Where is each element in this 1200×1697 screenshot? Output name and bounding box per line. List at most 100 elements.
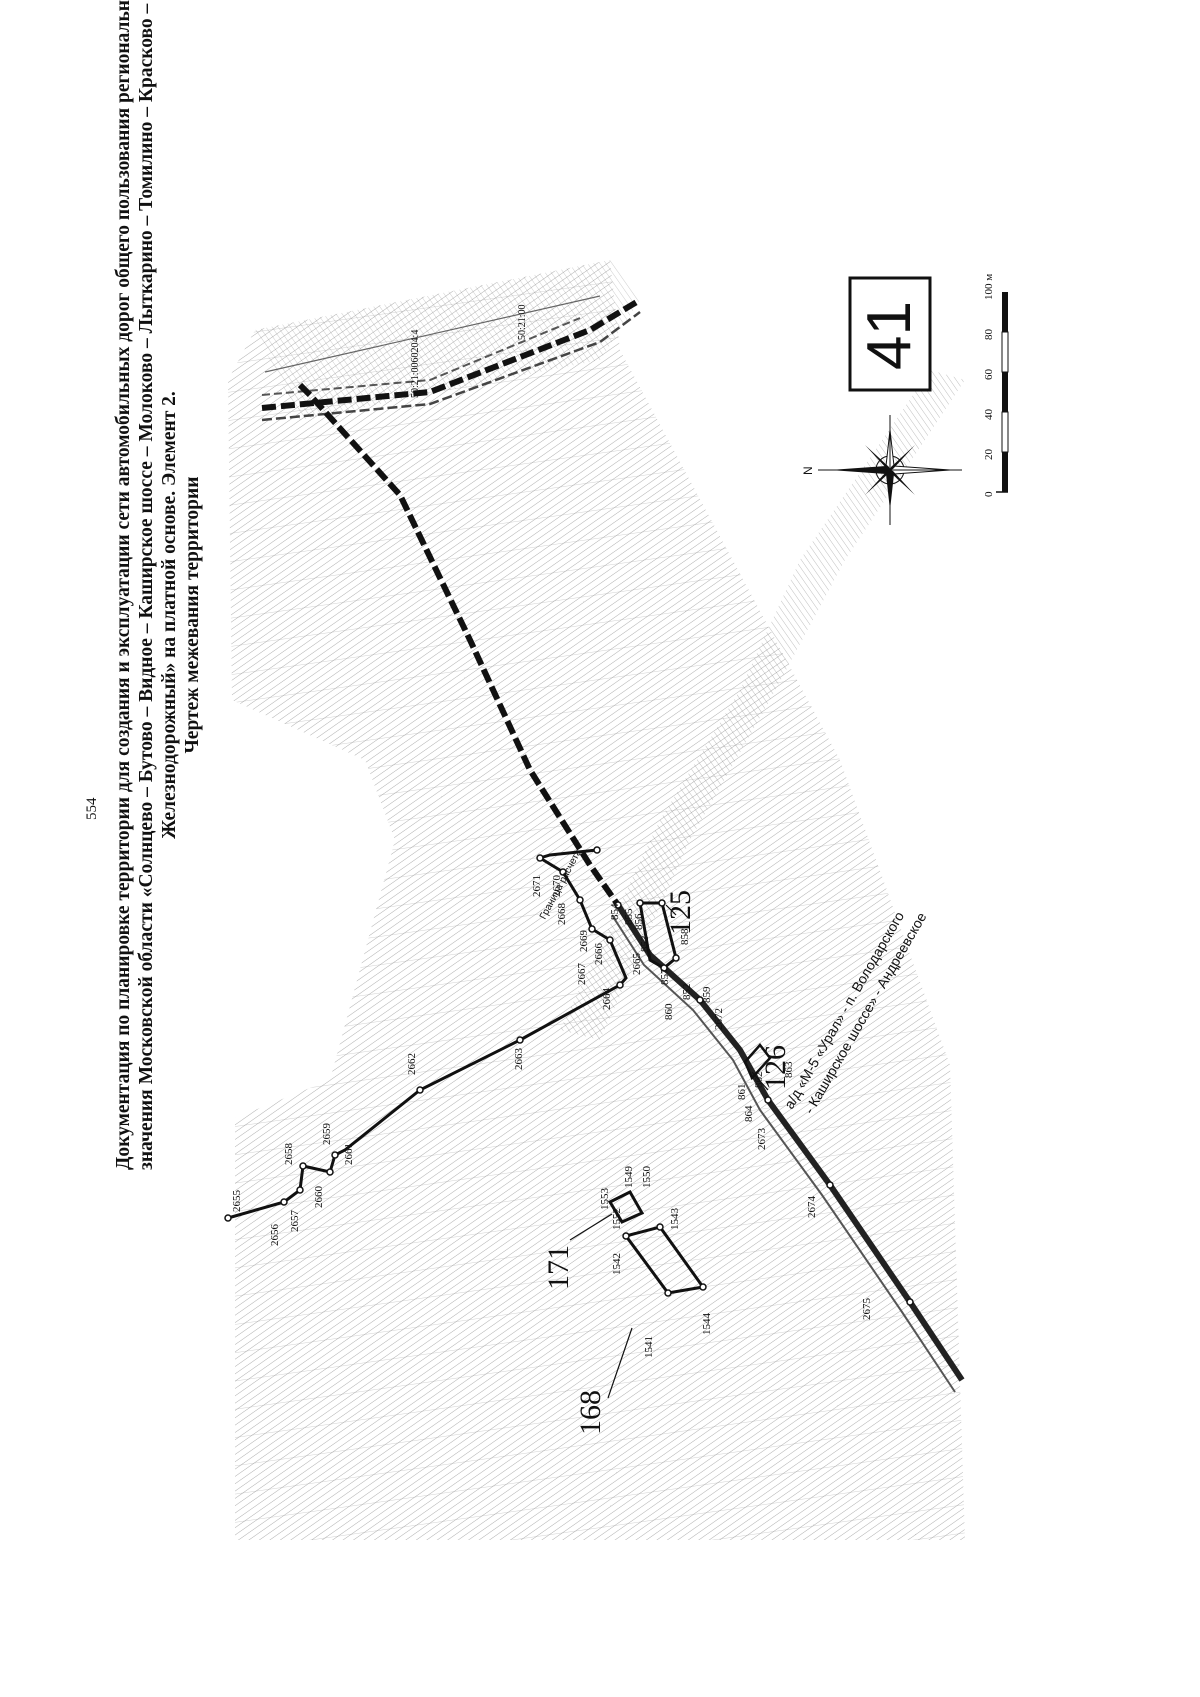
point-label-2666: 2666 <box>593 943 605 966</box>
point-label-852: 852 <box>681 984 693 1001</box>
point-markers <box>224 846 914 1306</box>
compass-diag-4 <box>890 445 915 470</box>
point-label-2664: 2664 <box>601 988 613 1011</box>
leader-lines <box>569 904 769 1399</box>
point-label-2656: 2656 <box>269 1224 281 1247</box>
sheet-number-box: 41 <box>848 276 932 392</box>
point-marker <box>299 1162 307 1170</box>
point-marker <box>576 896 584 904</box>
scale-label-60: 60 <box>983 369 995 381</box>
point-label-2672: 2672 <box>713 1008 725 1030</box>
cadastral-line-3 <box>261 317 581 396</box>
point-marker <box>614 901 622 909</box>
point-label-2663: 2663 <box>513 1048 525 1071</box>
leader-126 <box>751 1071 769 1091</box>
point-label-2669: 2669 <box>578 930 590 953</box>
scale-segment <box>1001 411 1009 453</box>
point-label-863: 863 <box>783 1061 795 1078</box>
cadastral-line-2 <box>261 311 641 422</box>
point-marker <box>516 1036 524 1044</box>
point-label-2658: 2658 <box>283 1143 295 1166</box>
point-marker <box>672 954 680 962</box>
point-label-2662: 2662 <box>406 1053 418 1075</box>
cadastral-labels: 50:21:0060204:4 50:21:00 <box>410 304 528 398</box>
point-label-1543: 1543 <box>669 1208 681 1231</box>
calculation-boundary <box>297 382 621 907</box>
scale-label-80: 80 <box>983 329 995 341</box>
point-label-2661: 2661 <box>343 1143 355 1165</box>
point-marker <box>658 899 666 907</box>
point-label-855: 855 <box>623 908 635 925</box>
point-label-861: 861 <box>736 1084 748 1101</box>
point-marker <box>764 1096 772 1104</box>
point-label-2675: 2675 <box>861 1298 873 1321</box>
point-label-2665: 2665 <box>631 953 643 976</box>
point-marker <box>593 846 601 854</box>
cadastral-line-1 <box>261 297 642 411</box>
terrain-hatching <box>228 260 965 1540</box>
compass-diag-2 <box>890 470 915 495</box>
scale-label-20: 20 <box>983 449 995 461</box>
point-label-2655: 2655 <box>231 1190 243 1213</box>
leader-168 <box>607 1327 633 1399</box>
point-label-2670: 2670 <box>551 875 563 898</box>
point-label-2659: 2659 <box>321 1123 333 1146</box>
leader-171 <box>569 1213 613 1241</box>
point-marker <box>606 936 614 944</box>
point-label-2673: 2673 <box>756 1128 768 1151</box>
parcel-label-168: 168 <box>574 1390 607 1435</box>
point-label-1550: 1550 <box>641 1166 653 1189</box>
scale-label-100: 100 м <box>983 274 995 300</box>
point-marker <box>331 1151 339 1159</box>
point-label-2671: 2671 <box>531 875 543 897</box>
cadastral-line-4 <box>264 295 601 373</box>
point-marker <box>326 1168 334 1176</box>
hatch-area-corner <box>255 260 640 420</box>
parcel-labels: 125 126 168 171 <box>542 890 792 1435</box>
parcel-boundary-main <box>227 848 628 1220</box>
point-marker <box>536 854 544 862</box>
scale-segment <box>1001 331 1009 373</box>
point-marker <box>636 899 644 907</box>
point-marker <box>588 925 596 933</box>
point-label-859: 859 <box>701 986 713 1003</box>
scale-segment <box>1002 452 1008 492</box>
point-labels: 2655 2656 2657 2658 2659 2660 2661 2662 … <box>231 875 873 1359</box>
compass-north-label: N <box>801 466 815 475</box>
parcel-label-171: 171 <box>542 1245 575 1290</box>
point-marker <box>559 868 567 876</box>
point-label-2657: 2657 <box>289 1210 301 1233</box>
point-label-1541: 1541 <box>643 1336 655 1358</box>
cadastral-boundaries <box>261 295 642 422</box>
hatch-area-grid <box>228 260 965 1540</box>
point-label-2660: 2660 <box>313 1186 325 1209</box>
scale-segment <box>1002 292 1008 332</box>
parcel-label-126: 126 <box>759 1045 792 1090</box>
point-marker <box>699 1283 707 1291</box>
point-label-1542: 1542 <box>611 1253 623 1275</box>
parcel-126 <box>743 1043 772 1081</box>
cadastral-label-1: 50:21:0060204:4 <box>410 330 421 398</box>
point-marker <box>224 1214 232 1222</box>
compass-rose-icon: N <box>801 415 962 525</box>
point-label-864: 864 <box>743 1105 755 1122</box>
compass-diag-3 <box>865 470 890 495</box>
point-marker <box>826 1181 834 1189</box>
point-label-853: 853 <box>639 935 651 952</box>
hatch-area-road <box>560 370 965 1040</box>
point-label-858: 858 <box>679 928 691 945</box>
point-label-2674: 2674 <box>806 1196 818 1219</box>
sheet-number-frame <box>848 276 932 392</box>
point-label-1552: 1552 <box>611 1208 623 1230</box>
point-label-857: 857 <box>659 968 671 985</box>
point-label-2668: 2668 <box>556 903 568 926</box>
point-marker <box>664 1289 672 1297</box>
point-label-2667: 2667 <box>576 963 588 986</box>
parcel-171 <box>607 1190 645 1224</box>
scale-segment <box>1002 372 1008 412</box>
point-marker <box>656 1223 664 1231</box>
cadastral-label-2: 50:21:00 <box>517 304 528 340</box>
compass-diag-1 <box>865 445 890 470</box>
scale-label-0: 0 <box>983 491 995 497</box>
